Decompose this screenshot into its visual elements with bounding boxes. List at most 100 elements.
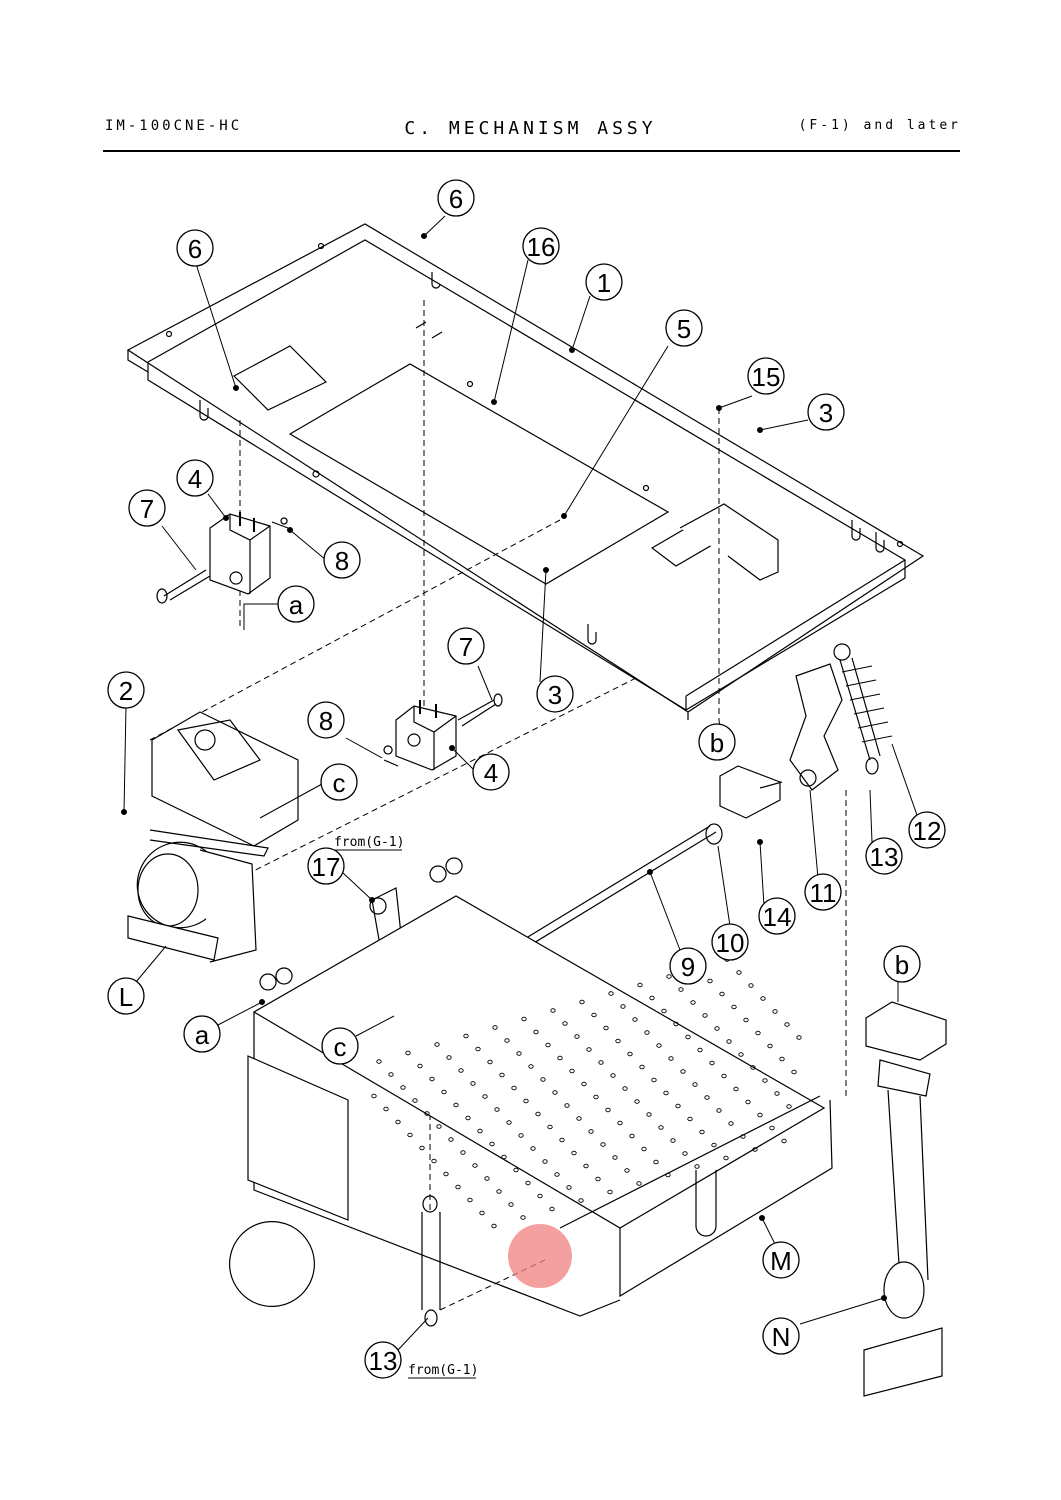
plate-hole <box>620 1004 626 1009</box>
callout-label: N <box>772 1322 791 1352</box>
plate-hole <box>475 1046 481 1052</box>
e-ring-parts <box>383 745 399 767</box>
callout-cb1: b <box>698 723 736 761</box>
plate-hole <box>668 1056 674 1061</box>
callout-circle <box>107 671 145 709</box>
callout-circle <box>321 1027 359 1065</box>
plate-hole <box>453 1102 459 1108</box>
reference-notes: from(G-1) from(G-1) <box>334 835 478 1379</box>
plate-hole <box>578 1198 584 1203</box>
plate-hole <box>641 1146 647 1152</box>
plate-hole <box>429 1076 435 1082</box>
callout-circle <box>883 945 921 983</box>
callout-label: 1 <box>597 268 611 298</box>
tension-spring-lower <box>421 1195 441 1327</box>
plate-hole <box>446 1055 452 1060</box>
plate-hole <box>518 1133 524 1138</box>
solenoid-bracket-lower <box>395 700 457 771</box>
plate-hole <box>564 1103 570 1108</box>
assembly-guide-lines <box>149 300 847 1311</box>
plate-hole <box>552 1090 558 1095</box>
plate-hole <box>588 1129 594 1134</box>
plate-hole <box>786 1104 792 1109</box>
plate-hole <box>523 1098 529 1104</box>
plate-hole <box>576 1116 582 1121</box>
plate-hole <box>463 1033 469 1039</box>
plate-hole <box>752 1147 758 1152</box>
plate-hole <box>656 1043 662 1048</box>
note-from-g1-upper: from(G-1) <box>334 835 404 850</box>
plate-hole <box>417 1063 423 1069</box>
plate-hole <box>504 1038 510 1043</box>
plate-hole <box>571 1150 577 1156</box>
plate-hole <box>634 1099 640 1104</box>
plate-hole <box>709 1060 715 1066</box>
plate-hole <box>731 1004 737 1010</box>
callout-c13b: 13 <box>364 1341 402 1379</box>
plate-hole <box>508 1202 514 1207</box>
plate-hole <box>769 1125 775 1131</box>
callout-circle <box>176 459 214 497</box>
callout-circle <box>183 1015 221 1053</box>
plate-hole <box>586 1047 592 1052</box>
plate-hole <box>547 1124 553 1130</box>
callout-cc1: c <box>320 763 358 801</box>
plate-hole <box>632 1017 638 1022</box>
plate-hole <box>661 1008 667 1014</box>
callout-label: L <box>119 982 133 1012</box>
bracket-14 <box>719 765 783 819</box>
plate-hole <box>666 974 672 979</box>
plate-hole <box>569 1068 575 1074</box>
plate-hole <box>484 1176 490 1181</box>
plate-hole <box>646 1112 652 1117</box>
callout-label: 4 <box>484 758 498 788</box>
plate-hole <box>738 1052 744 1057</box>
plate-hole <box>692 1082 698 1087</box>
plate-hole <box>434 1042 440 1047</box>
plate-hole <box>707 978 713 984</box>
plate-hole <box>545 1042 551 1048</box>
callout-cL: L <box>107 977 145 1015</box>
callout-ca2: a <box>183 1015 221 1053</box>
callout-c8b: 8 <box>307 701 345 739</box>
callout-circle <box>585 263 623 301</box>
leader-lines <box>121 215 919 1351</box>
plate-hole <box>467 1197 473 1203</box>
plate-hole <box>682 1151 688 1156</box>
callout-circle <box>747 357 785 395</box>
callout-label: 3 <box>548 680 562 710</box>
callout-circle <box>762 1317 800 1355</box>
plate-hole <box>748 983 754 988</box>
callout-label: c <box>333 768 346 798</box>
callout-label: 8 <box>335 546 349 576</box>
plate-hole <box>487 1059 493 1065</box>
header-rule <box>103 150 960 152</box>
plate-hole <box>607 1189 613 1195</box>
plate-hole <box>407 1132 413 1138</box>
plate-hole <box>542 1159 548 1164</box>
callout-c1: 1 <box>585 263 623 301</box>
callout-circle <box>665 309 703 347</box>
callout-circle <box>277 585 315 623</box>
callout-c3b: 3 <box>536 675 574 713</box>
plate-hole <box>781 1138 787 1144</box>
plate-hole <box>723 1155 729 1161</box>
callout-label: 7 <box>459 632 473 662</box>
callout-cc2: c <box>321 1027 359 1065</box>
plate-hole <box>494 1107 500 1112</box>
plate-hole <box>610 1073 616 1078</box>
revision-note: (F-1) and later <box>798 118 961 133</box>
plate-hole <box>557 1055 563 1061</box>
callout-label: 8 <box>319 706 333 736</box>
callout-label: 14 <box>763 902 792 932</box>
plate-hole <box>431 1158 437 1164</box>
callout-label: 9 <box>681 952 695 982</box>
plate-hole <box>760 996 766 1001</box>
callout-label: 3 <box>819 398 833 428</box>
callout-circle <box>307 701 345 739</box>
page-title: C. MECHANISM ASSY <box>404 118 657 139</box>
plate-hole <box>383 1106 389 1112</box>
callout-circle <box>176 229 214 267</box>
